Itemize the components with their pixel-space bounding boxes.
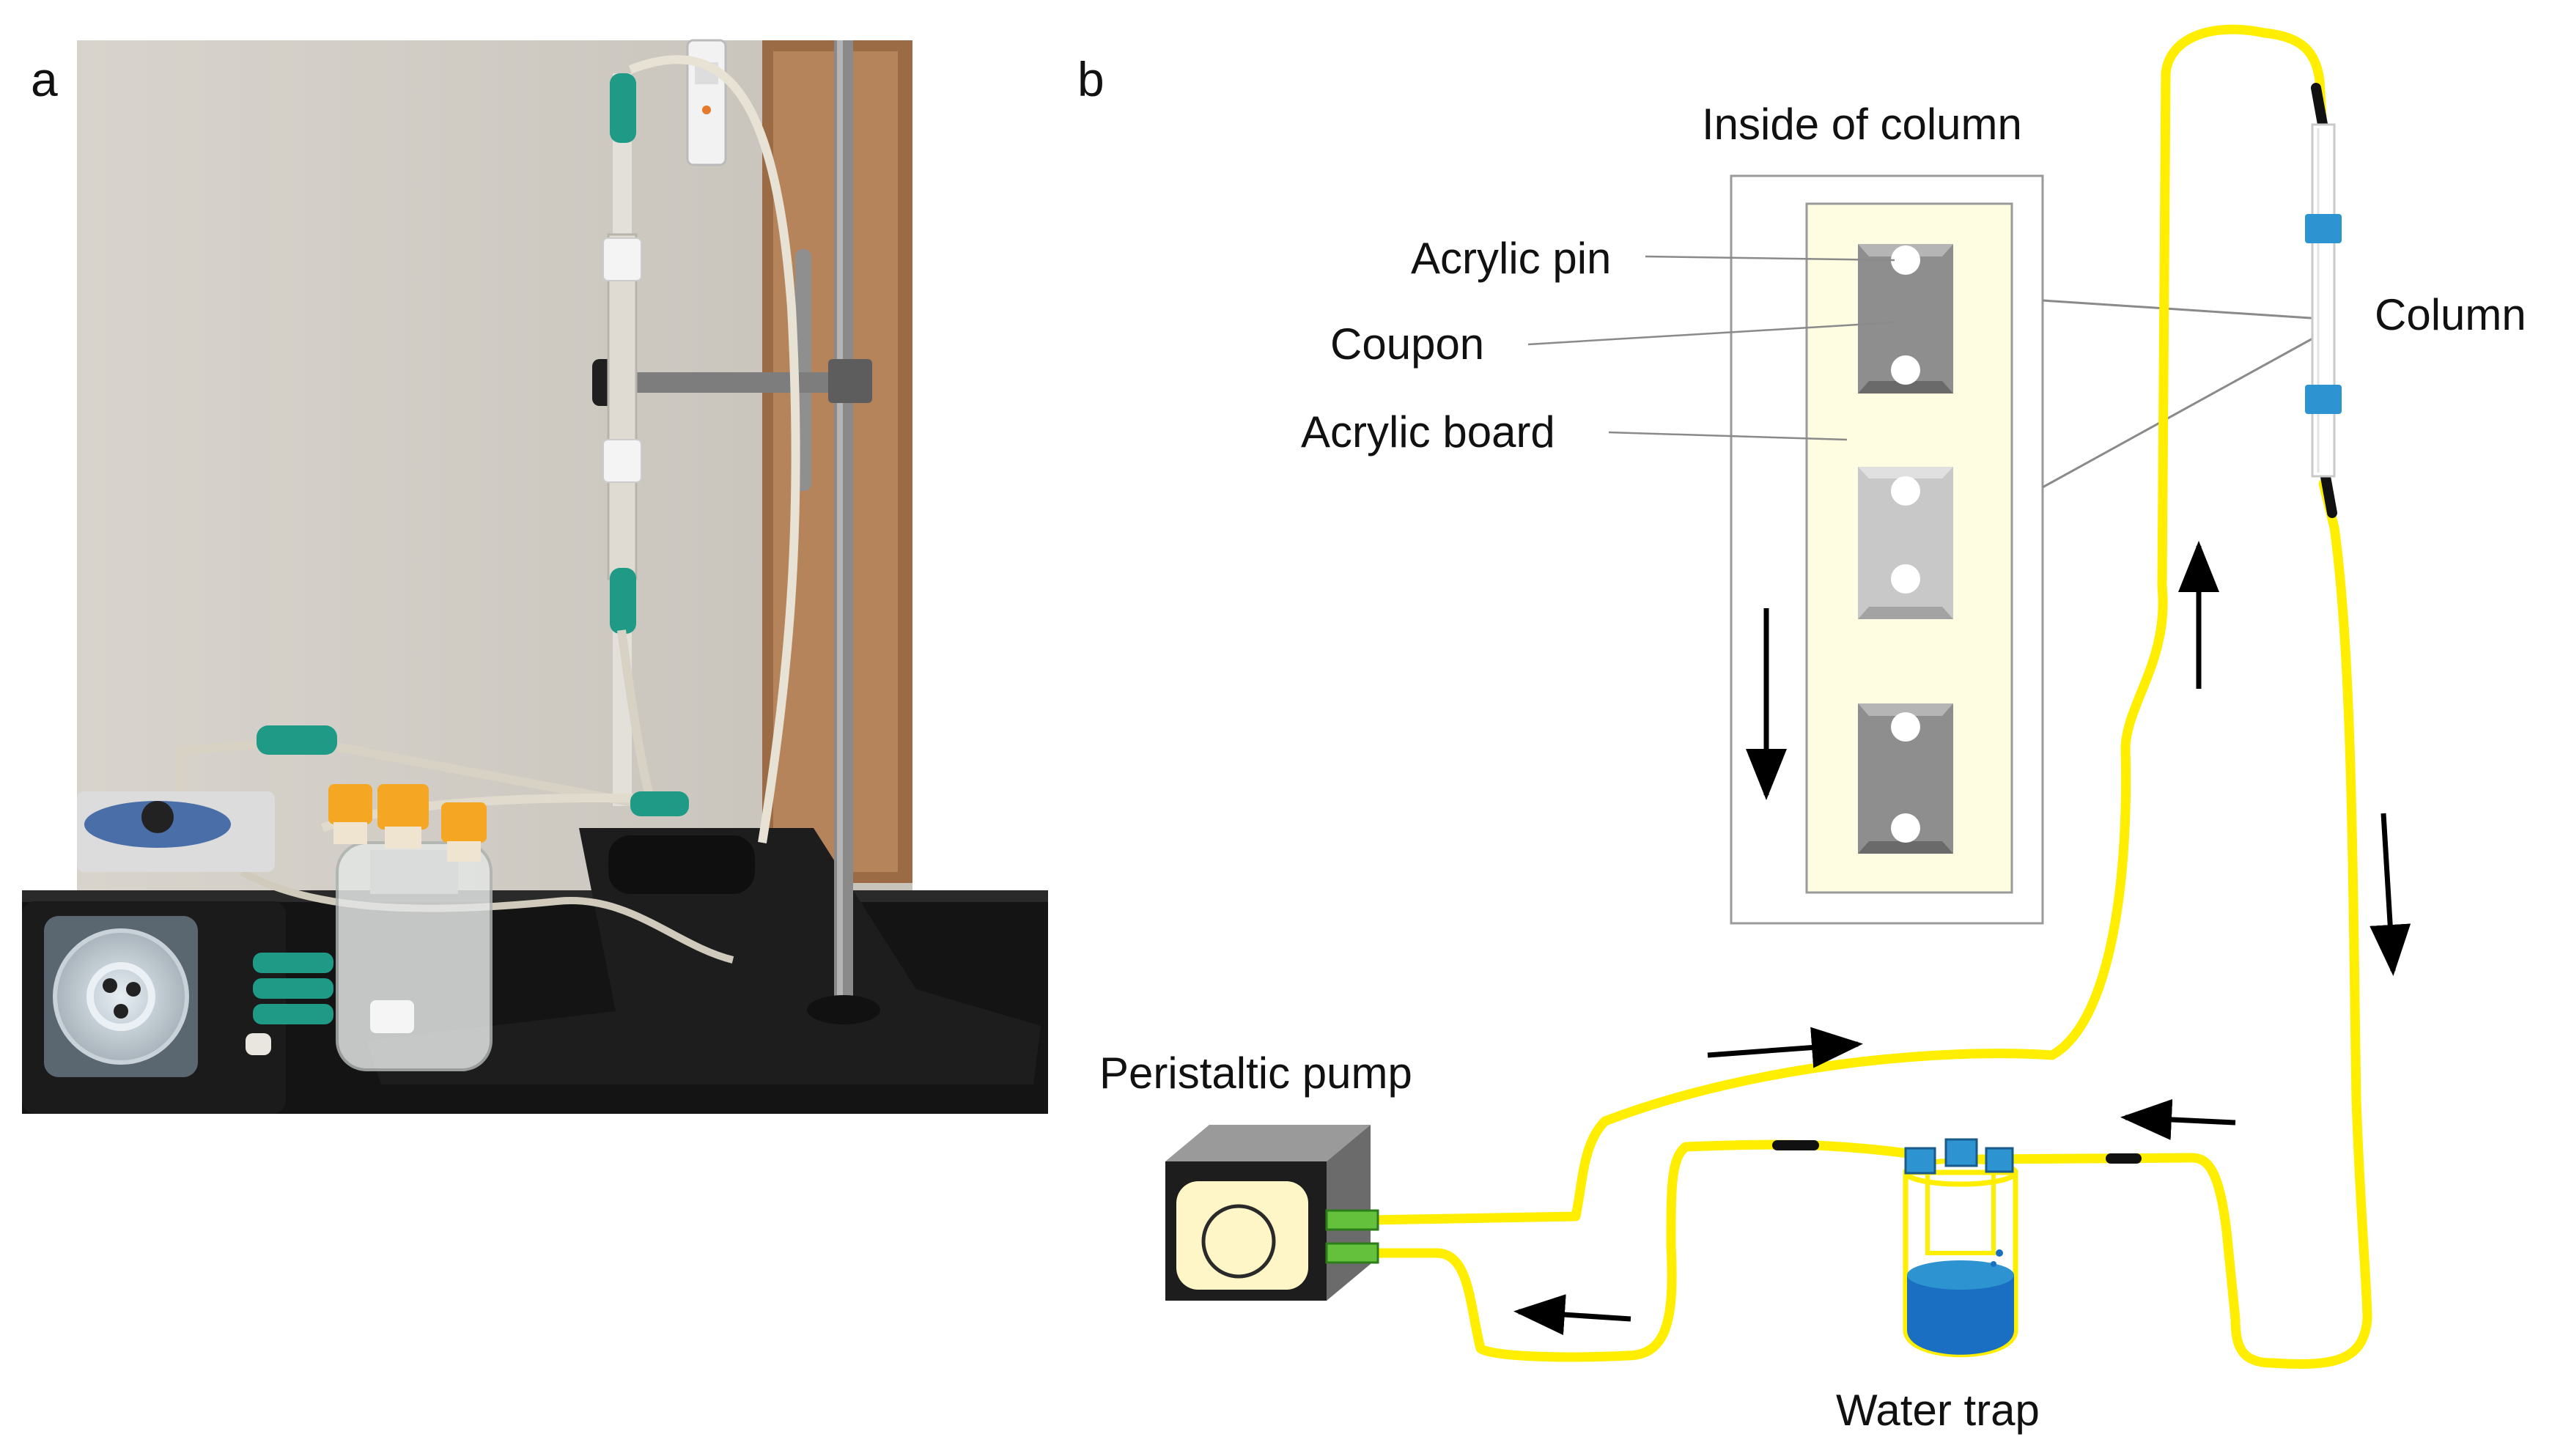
- water-trap-icon: [1903, 1138, 2018, 1358]
- acrylic-pin-leader: [1645, 255, 1895, 262]
- peristaltic-pump-label: Peristaltic pump: [1099, 1049, 1412, 1098]
- water-trap-label: Water trap: [1836, 1386, 2040, 1435]
- flow-arrow-down: [2370, 813, 2411, 976]
- panel-a-letter: a: [31, 52, 58, 106]
- column-inset: [1730, 174, 2323, 925]
- coupon-label: Coupon: [1330, 319, 1485, 369]
- flow-arrow-left-upper: [2120, 1098, 2236, 1140]
- acrylic-board-leader: [1608, 431, 1848, 441]
- coupon-1: [1858, 244, 1953, 393]
- flow-arrows: [1513, 541, 2411, 1336]
- flow-arrow-right: [1707, 1027, 1863, 1068]
- peristaltic-pump-icon: [1165, 1125, 1379, 1301]
- inset-title: Inside of column: [1702, 100, 2022, 149]
- panel-b-letter: b: [1077, 52, 1104, 106]
- coupon-3: [1858, 703, 1953, 854]
- tube-connectors: [1772, 83, 2337, 1164]
- acrylic-pin-label: Acrylic pin: [1411, 234, 1612, 283]
- column-icon: [2305, 123, 2342, 478]
- lab-setup-photo: [22, 39, 1048, 1114]
- tubing-loop: [1365, 24, 2372, 1369]
- coupon-2: [1858, 467, 1953, 619]
- acrylic-board-label: Acrylic board: [1301, 407, 1555, 457]
- column-label: Column: [2375, 290, 2526, 339]
- coupon-leader: [1527, 321, 1895, 346]
- flow-arrow-left-lower: [1513, 1294, 1631, 1336]
